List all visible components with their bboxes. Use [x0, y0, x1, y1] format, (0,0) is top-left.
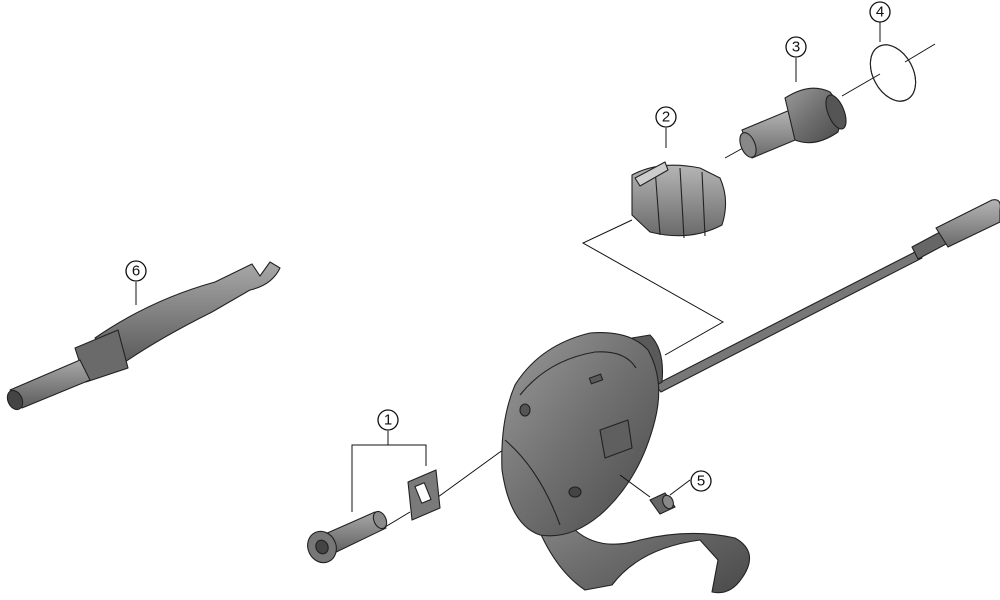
part-1-bolt-and-plate — [307, 469, 441, 564]
callout-3: 3 — [785, 36, 807, 58]
callout-3-label: 3 — [792, 39, 800, 56]
part-4-o-ring — [869, 44, 917, 102]
callout-6-label: 6 — [132, 263, 140, 280]
callout-2-label: 2 — [662, 109, 670, 126]
callout-5: 5 — [690, 470, 712, 492]
part-2-clamp-sleeve — [631, 161, 727, 239]
callout-5-label: 5 — [697, 473, 705, 490]
callout-1: 1 — [377, 409, 399, 431]
callout-6: 6 — [125, 260, 147, 282]
callout-leaders — [135, 22, 881, 512]
callout-1-label: 1 — [384, 412, 392, 429]
shifter-lever-body — [501, 199, 1000, 594]
part-3-end-cap — [739, 87, 847, 159]
callout-4-label: 4 — [876, 4, 884, 21]
callout-2: 2 — [655, 106, 677, 128]
part-6-tool — [6, 261, 281, 411]
part-5-set-screw — [619, 474, 676, 515]
callout-4: 4 — [869, 1, 891, 23]
